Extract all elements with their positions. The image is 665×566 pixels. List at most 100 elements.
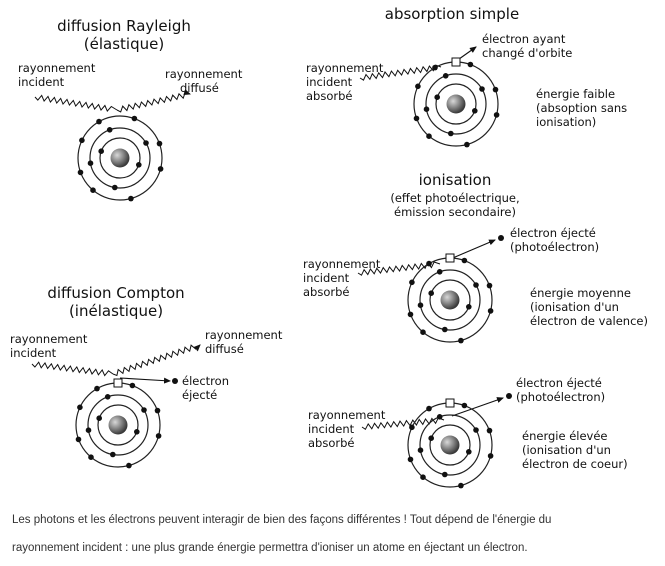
vacancy-marker [451,57,461,67]
electron [104,394,111,400]
electron [486,427,493,434]
nucleus [440,290,460,310]
valence-electron-track [447,239,496,261]
orbit-shell [99,137,141,179]
core-ejected-electron [506,393,512,399]
electron [473,282,479,288]
compton-ejected-electron [172,378,178,384]
electron [409,279,415,286]
electron [466,449,472,455]
orbit-shell [435,83,477,125]
electron [75,436,82,443]
orbit-shell [429,279,471,321]
electron [461,257,468,264]
valence-atom [407,253,494,344]
valence-energy-label-1: énergie moyenne [530,286,631,300]
core-energy-label-3: électron de coeur) [522,457,628,471]
orbit-shell [97,404,139,446]
compton-incident-label-2: incident [10,346,57,360]
ionisation-subtitle-1: (effet photoélectrique, [390,191,519,205]
absorption-incident-wave [359,64,442,81]
electron [141,407,147,413]
rayleigh-scattered-wave [116,89,191,113]
electron [77,404,83,411]
valence-ejected-label-1: électron éjecté [510,226,596,240]
rayleigh-scattered-label-1: rayonnement [165,67,243,81]
core-incident-wave [361,417,445,431]
valence-incident-wave [357,261,441,276]
valence-ejected-electron [498,235,504,241]
compton-title: diffusion Compton [47,284,184,302]
electron [432,64,438,71]
electron [156,140,163,147]
absorption-title: absorption simple [385,5,519,23]
ionisation-title: ionisation [419,171,492,189]
compton-atom [75,378,162,469]
core-panel: électron éjecté (photoélectron) rayonnem… [308,376,628,489]
electron [126,462,132,469]
electron [409,424,415,431]
electron [136,162,142,168]
electron [420,329,426,336]
electron [110,451,116,458]
electron [436,269,443,275]
electron [413,115,420,122]
orbit-shell [429,424,471,466]
electron [426,405,432,412]
electron [434,94,441,100]
electron [134,429,140,435]
nucleus [446,94,466,114]
electron [442,326,448,333]
electron [96,415,102,422]
electron [458,337,464,344]
core-electron-track [451,397,504,417]
electron [423,106,430,112]
vacancy-marker [445,253,455,263]
electron [154,407,161,414]
electron [157,166,164,172]
interaction-diagram: diffusion Rayleigh (élastique) rayonneme… [10,5,648,489]
compton-scattered-label-2: diffusé [205,342,244,356]
nucleus [108,415,128,435]
electron [464,141,470,148]
electron [486,282,493,289]
rayleigh-title: diffusion Rayleigh [57,17,191,35]
electron [407,311,414,318]
electron [415,83,421,90]
electron [442,73,449,79]
compton-incident-label-1: rayonnement [10,332,88,346]
caption-line-2: rayonnement incident : une plus grande é… [12,542,528,554]
ionisation-subtitle-2: émission secondaire) [394,205,516,219]
electron [87,160,94,166]
compton-subtitle: (inélastique) [69,302,163,320]
core-atom [407,398,494,489]
valence-ejected-label-2: (photoélectron) [510,240,599,254]
absorption-energy-label-1: énergie faible [536,87,615,101]
orbit-shell [419,414,481,476]
rayleigh-incident-wave [34,94,118,113]
core-ejected-label-2: (photoélectron) [516,390,605,404]
electron [155,433,162,439]
rayleigh-incident-label-2: incident [18,75,65,89]
rayleigh-atom [77,115,164,202]
vacancy-marker [445,398,455,408]
absorption-energy-label-3: ionisation) [536,115,596,129]
compton-scattered-label-1: rayonnement [205,328,283,342]
compton-electron-label-1: électron [182,374,229,388]
ionisation-panel: ionisation (effet photoélectrique, émiss… [303,171,648,344]
electron [479,86,485,92]
compton-incident-wave [31,361,114,377]
absorption-panel: absorption simple électron ayant changé … [306,5,627,148]
electron [473,427,479,433]
compton-scattered-wave [112,344,201,377]
core-absorbed-label-3: absorbé [308,436,354,450]
electron [79,137,85,144]
electron [428,435,435,442]
electron [131,115,138,122]
core-absorbed-label-2: incident [308,422,355,436]
electron [420,474,426,481]
absorption-energy-label-2: (absoption sans [536,101,627,115]
absorption-orbit-label-2: changé d'orbite [482,46,572,60]
electron [467,61,474,68]
compton-electron-track [119,377,171,384]
